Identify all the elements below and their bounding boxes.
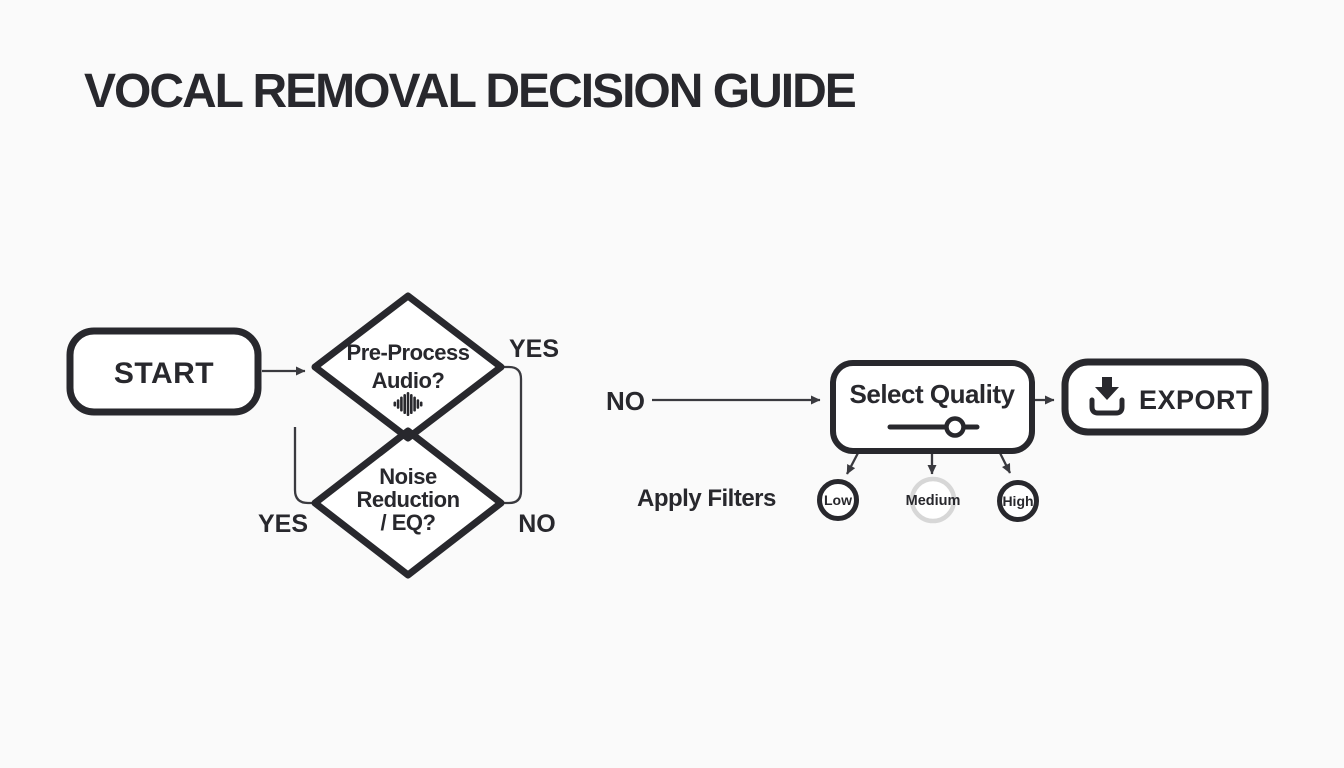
quality-option-low[interactable]: Low <box>817 479 859 521</box>
noise-decision-node[interactable]: Noise Reduction / EQ? <box>311 427 505 579</box>
preprocess-label-line2: Audio? <box>372 368 445 393</box>
export-button-label: EXPORT <box>1139 385 1253 415</box>
preprocess-decision-node[interactable]: Pre-Process Audio? <box>311 292 505 442</box>
page-title: VOCAL REMOVAL DECISION GUIDE <box>84 65 857 118</box>
select-quality-box[interactable] <box>830 360 1035 454</box>
preprocess-label-line1: Pre-Process <box>347 340 470 365</box>
noise-label-line3: / EQ? <box>381 510 436 535</box>
edge-preprocess-yes-to-noise-connector <box>502 365 523 505</box>
noise-label-line2: Reduction <box>356 487 459 512</box>
quality-option-high[interactable]: High <box>997 480 1039 522</box>
noise-diamond-outline[interactable] <box>311 427 505 579</box>
start-node-label: START <box>114 357 214 390</box>
waveform-icon <box>393 391 423 417</box>
start-node[interactable]: START <box>66 327 262 416</box>
quality-option-low-label: Low <box>824 492 852 508</box>
quality-slider[interactable] <box>887 416 980 438</box>
apply-filters-label: Apply Filters <box>637 485 776 512</box>
quality-option-medium-label: Medium <box>906 493 961 509</box>
start-node-box[interactable] <box>66 327 262 416</box>
no-branch-label: NO <box>606 386 645 416</box>
edge-noise-yes-connector <box>293 427 313 505</box>
edge-select-quality-to-high <box>998 452 1012 474</box>
quality-slider-knob[interactable] <box>944 416 966 438</box>
select-quality-node[interactable]: Select Quality <box>830 360 1035 454</box>
preprocess-yes-label: YES <box>509 335 559 363</box>
edge-select-quality-to-low <box>845 452 860 475</box>
noise-no-label: NO <box>518 510 556 538</box>
select-quality-label: Select Quality <box>850 379 1016 409</box>
quality-option-low-circle[interactable] <box>817 479 859 521</box>
quality-option-high-circle[interactable] <box>997 480 1039 522</box>
export-button[interactable]: EXPORT <box>1061 358 1269 436</box>
preprocess-diamond-fill <box>315 296 501 438</box>
noise-yes-label: YES <box>258 510 308 538</box>
noise-label-line1: Noise <box>379 464 437 489</box>
preprocess-diamond-outline[interactable] <box>311 292 505 442</box>
quality-option-medium[interactable]: Medium <box>906 476 961 524</box>
quality-option-high-label: High <box>1002 493 1033 509</box>
quality-option-medium-circle[interactable] <box>909 476 957 524</box>
download-icon <box>1089 377 1125 416</box>
